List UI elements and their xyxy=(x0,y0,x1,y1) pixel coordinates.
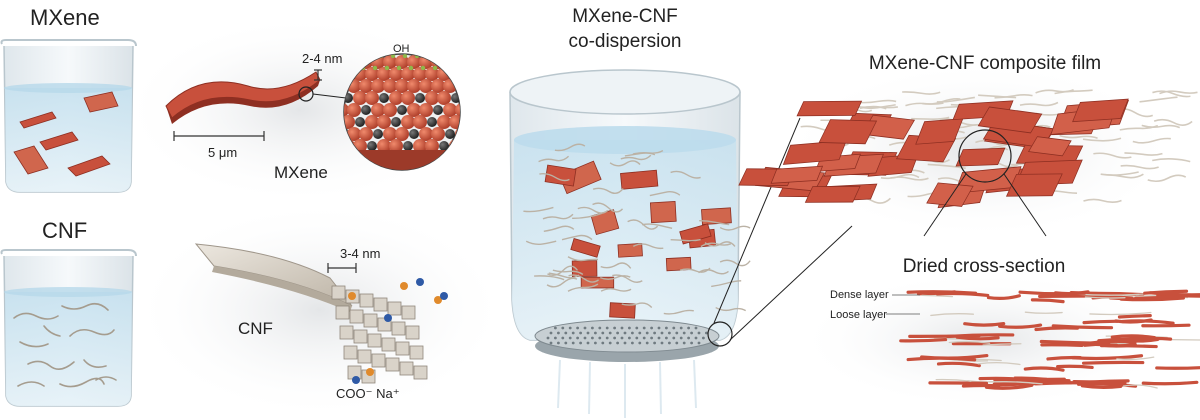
fiber-diameter-label: 3-4 nm xyxy=(340,246,380,261)
membrane-callout-circle xyxy=(707,321,733,347)
cnf-fiber xyxy=(194,243,448,384)
carboxylate-label: COO⁻ Na⁺ xyxy=(336,386,400,401)
surface-group-label: OH xyxy=(393,43,410,55)
cross-section-title: Dried cross-section xyxy=(903,256,1066,277)
cnf-background-glow xyxy=(130,200,510,420)
cross-section xyxy=(899,289,1200,390)
composite-film xyxy=(738,88,1198,209)
composite-film-title: MXene-CNF composite film xyxy=(869,53,1101,74)
dense-layer-label: Dense layer xyxy=(830,289,889,301)
cnf-fiber-label: CNF xyxy=(238,319,273,338)
mxene-flake-label: MXene xyxy=(274,163,328,182)
codispersion-title-line1: MXene-CNF xyxy=(572,6,678,27)
flake-thickness-label: 2-4 nm xyxy=(302,51,342,66)
flake-length-label: 5 μm xyxy=(208,145,237,160)
cnf-beaker xyxy=(0,249,137,407)
film-callout-circle xyxy=(958,129,1012,183)
loose-layer-label: Loose layer xyxy=(830,309,887,321)
filter-membrane xyxy=(534,319,720,418)
mxene-beaker-label: MXene xyxy=(30,5,100,30)
codispersion-vessel xyxy=(509,69,751,341)
codispersion-title-line2: co-dispersion xyxy=(569,31,682,52)
atomic-structure-zoom xyxy=(343,53,461,171)
mxene-beaker xyxy=(0,39,137,193)
cnf-beaker-label: CNF xyxy=(42,218,87,243)
